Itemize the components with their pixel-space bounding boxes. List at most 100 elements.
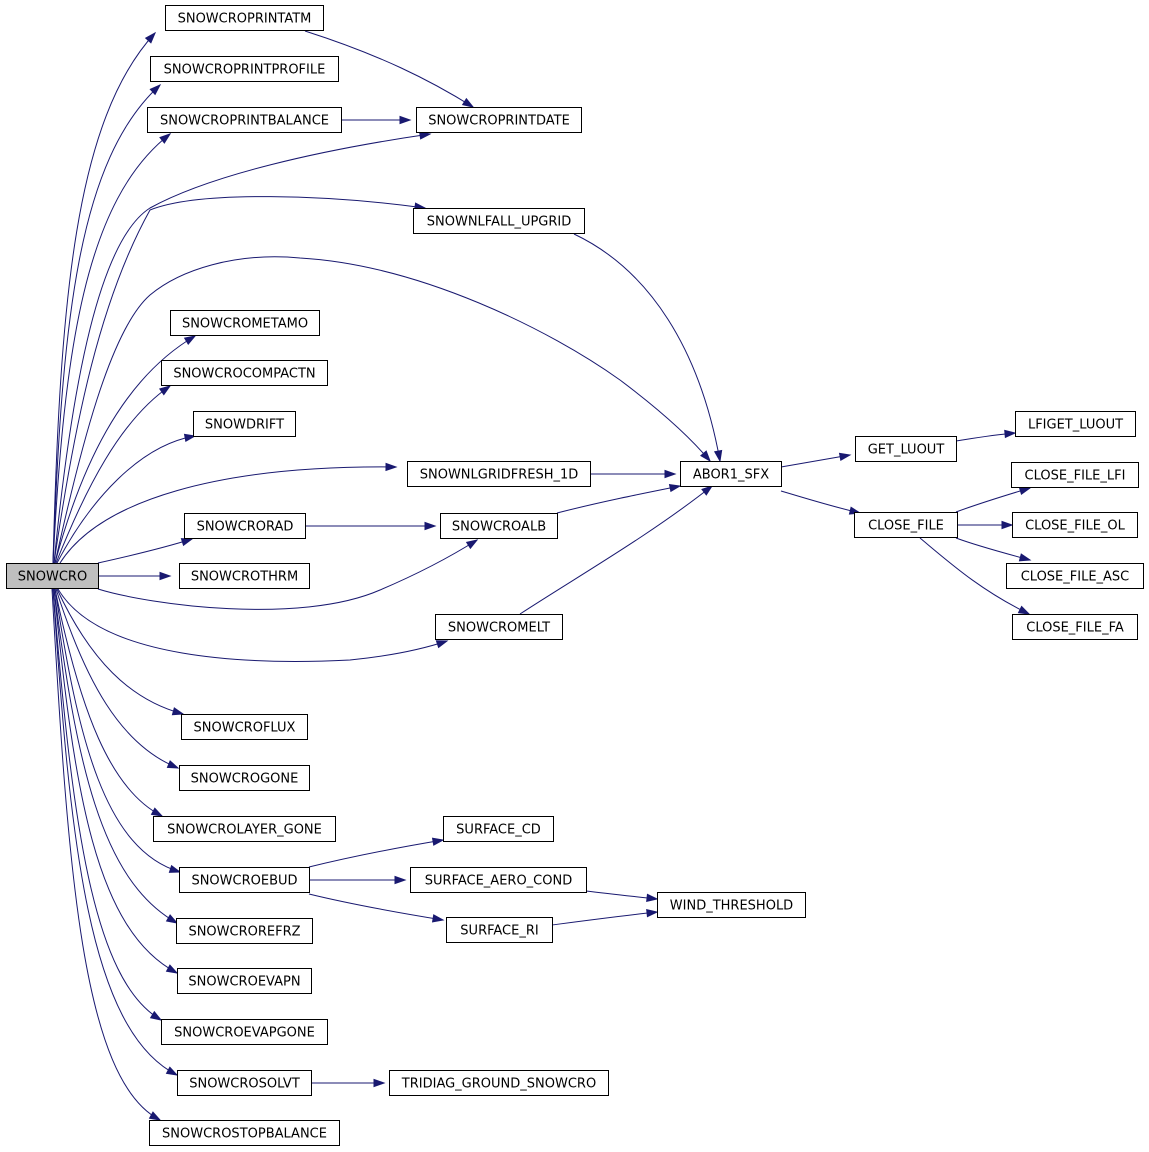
node-label: SNOWCROMETAMO xyxy=(182,317,308,332)
node-label: SNOWCRORAD xyxy=(197,520,294,535)
node-nlfall[interactable]: SNOWNLFALL_UPGRID xyxy=(413,208,585,234)
node-closefilelfi[interactable]: CLOSE_FILE_LFI xyxy=(1011,462,1139,488)
edge-line xyxy=(919,537,1030,615)
node-box xyxy=(177,968,312,994)
edge-snowcro-to-gridfresh xyxy=(59,462,398,564)
arrowhead xyxy=(399,115,412,125)
node-stopbalance[interactable]: SNOWCROSTOPBALANCE xyxy=(149,1120,340,1146)
edge-closefile-to-closefilefa xyxy=(919,537,1031,615)
node-compactn[interactable]: SNOWCROCOMPACTN xyxy=(161,360,328,386)
node-label: SNOWCROEVAPN xyxy=(188,975,300,990)
node-closefileol[interactable]: CLOSE_FILE_OL xyxy=(1012,512,1138,538)
edge-snowcro-to-stopbalance xyxy=(51,588,162,1121)
node-getluout[interactable]: GET_LUOUT xyxy=(855,436,957,462)
edge-line xyxy=(585,890,658,900)
node-snowdrift[interactable]: SNOWDRIFT xyxy=(193,411,296,437)
edge-line xyxy=(53,133,431,564)
node-melt[interactable]: SNOWCROMELT xyxy=(435,614,563,640)
node-box xyxy=(177,1070,312,1096)
node-evapn[interactable]: SNOWCROEVAPN xyxy=(177,968,312,994)
arrowhead xyxy=(165,1066,179,1076)
edge-line xyxy=(54,256,711,564)
node-refrz[interactable]: SNOWCROREFRZ xyxy=(176,918,313,944)
edge-printbalance-to-printdate xyxy=(341,115,412,125)
edge-line xyxy=(59,466,397,564)
node-ebud[interactable]: SNOWCROEBUD xyxy=(179,867,310,893)
node-printbalance[interactable]: SNOWCROPRINTBALANCE xyxy=(147,107,342,133)
node-box xyxy=(446,917,553,943)
node-snowcrorad[interactable]: SNOWCRORAD xyxy=(184,513,306,539)
edge-abor1-to-getluout xyxy=(780,452,852,468)
node-surfaceri[interactable]: SURFACE_RI xyxy=(446,917,553,943)
node-label: SNOWCROPRINTPROFILE xyxy=(164,63,326,78)
edge-ebud-to-surfacecd xyxy=(308,837,445,868)
edge-gridfresh-to-abor1 xyxy=(590,469,677,479)
arrowhead xyxy=(183,335,197,346)
node-box xyxy=(435,614,563,640)
node-gridfresh[interactable]: SNOWNLGRIDFRESH_1D xyxy=(407,461,591,487)
node-layergone[interactable]: SNOWCROLAYER_GONE xyxy=(153,816,336,842)
arrowhead xyxy=(1004,429,1017,439)
node-box xyxy=(165,5,324,31)
node-lfiget[interactable]: LFIGET_LUOUT xyxy=(1015,411,1136,437)
arrowhead xyxy=(431,914,445,923)
node-snowcroalb[interactable]: SNOWCROALB xyxy=(440,513,558,539)
node-closefilefa[interactable]: CLOSE_FILE_FA xyxy=(1012,614,1138,640)
node-tridiag[interactable]: TRIDIAG_GROUND_SNOWCRO xyxy=(389,1070,609,1096)
node-printdate[interactable]: SNOWCROPRINTDATE xyxy=(416,107,582,133)
node-printatm[interactable]: SNOWCROPRINTATM xyxy=(165,5,324,31)
edge-snowcrorad-to-snowcroalb xyxy=(305,521,437,531)
edge-snowcro-to-printatm xyxy=(52,31,157,564)
node-box xyxy=(1012,512,1138,538)
node-label: SURFACE_RI xyxy=(460,924,538,939)
node-closefile[interactable]: CLOSE_FILE xyxy=(854,512,958,538)
edge-snowcro-to-abor1 xyxy=(54,256,711,564)
node-solvt[interactable]: SNOWCROSOLVT xyxy=(177,1070,312,1096)
nodes-layer: SNOWCRO SNOWCROPRINTATM SNOWCROPRINTPROFIL… xyxy=(6,5,1144,1146)
node-label: SNOWCROGONE xyxy=(191,772,299,787)
node-thrm[interactable]: SNOWCROTHRM xyxy=(179,563,310,589)
edge-snowcro-to-snowcrorad xyxy=(97,538,194,564)
edge-line xyxy=(51,588,161,1121)
edge-line xyxy=(573,233,721,462)
arrowhead xyxy=(1018,553,1032,562)
arrowhead xyxy=(1001,520,1014,530)
node-aerocond[interactable]: SURFACE_AERO_COND xyxy=(410,867,587,893)
edge-snowcro-to-printbalance xyxy=(52,133,172,564)
node-label: CLOSE_FILE_LFI xyxy=(1025,469,1126,484)
node-flux[interactable]: SNOWCROFLUX xyxy=(181,714,308,740)
node-box xyxy=(170,310,320,336)
node-surfacecd[interactable]: SURFACE_CD xyxy=(443,816,554,842)
arrowhead xyxy=(700,450,711,463)
edge-line xyxy=(556,485,681,514)
node-box xyxy=(149,1120,340,1146)
node-box xyxy=(147,107,342,133)
node-gone[interactable]: SNOWCROGONE xyxy=(179,765,310,791)
node-snowcro[interactable]: SNOWCRO xyxy=(6,563,99,589)
node-printprofile[interactable]: SNOWCROPRINTPROFILE xyxy=(150,56,339,82)
node-label: SNOWCROLAYER_GONE xyxy=(167,823,322,838)
edge-snowcro-to-snowdrift xyxy=(56,433,197,564)
node-windthr[interactable]: WIND_THRESHOLD xyxy=(657,892,806,918)
node-label: SNOWCROPRINTBALANCE xyxy=(160,114,329,129)
edge-closefile-to-closefileol xyxy=(956,520,1014,530)
node-label: WIND_THRESHOLD xyxy=(670,899,793,914)
node-label: SNOWCROEVAPGONE xyxy=(174,1026,315,1041)
node-abor1[interactable]: ABOR1_SFX xyxy=(680,461,782,487)
edge-snowcro-to-ebud xyxy=(54,588,182,873)
arrowhead xyxy=(159,571,172,581)
edge-ebud-to-aerocond xyxy=(309,875,407,885)
node-box xyxy=(407,461,591,487)
node-closefileasc[interactable]: CLOSE_FILE_ASC xyxy=(1006,563,1144,589)
arrowhead xyxy=(646,908,659,918)
node-evapgone[interactable]: SNOWCROEVAPGONE xyxy=(161,1019,328,1045)
node-box xyxy=(680,461,782,487)
arrowhead xyxy=(144,31,157,44)
node-metamo[interactable]: SNOWCROMETAMO xyxy=(170,310,320,336)
arrowhead xyxy=(165,964,179,974)
node-box xyxy=(161,360,328,386)
edge-snowcro-to-metamo xyxy=(54,335,197,564)
edge-line xyxy=(52,133,171,564)
node-box xyxy=(657,892,806,918)
